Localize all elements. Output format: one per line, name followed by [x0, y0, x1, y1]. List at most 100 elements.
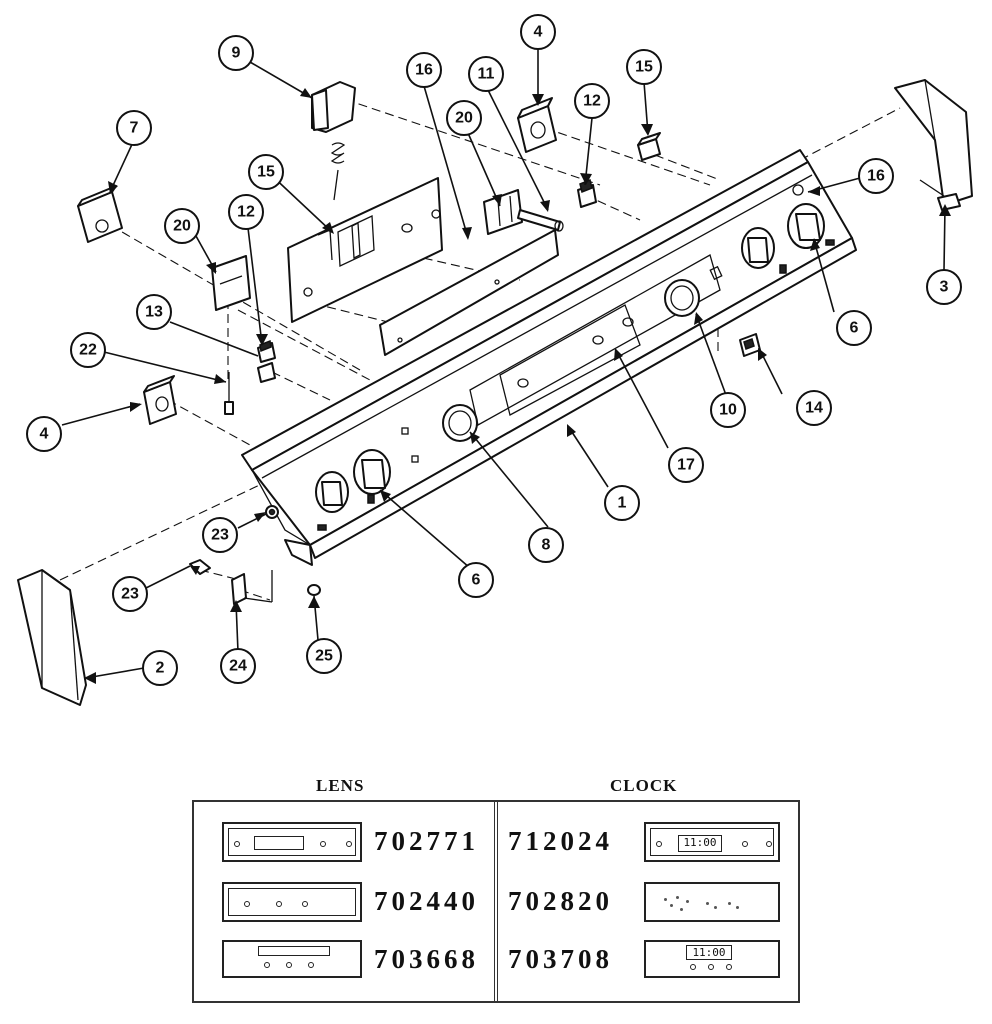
callout-6-left: 6 [458, 562, 494, 598]
clock-hole [766, 841, 772, 847]
clip-with-spring [311, 81, 356, 201]
speckle [706, 902, 709, 905]
display-lens [379, 229, 559, 356]
svg-text:13: 13 [145, 304, 163, 321]
svg-text:12: 12 [237, 204, 255, 221]
lens-hole [244, 901, 250, 907]
table-divider [494, 802, 498, 1001]
svg-text:16: 16 [415, 62, 433, 79]
lens-703668-illustration [222, 940, 362, 978]
lens-frame [228, 888, 356, 916]
callout-12-lower: 12 [228, 194, 264, 230]
clock-display: 11:00 [686, 945, 732, 960]
callout-24: 24 [220, 648, 256, 684]
clock-frame [650, 828, 774, 856]
callout-7: 7 [116, 110, 152, 146]
callout-13: 13 [136, 294, 172, 330]
callout-6-right: 6 [836, 310, 872, 346]
svg-text:8: 8 [542, 537, 551, 554]
svg-text:25: 25 [315, 648, 333, 665]
svg-text:16: 16 [867, 168, 885, 185]
callout-22: 22 [70, 332, 106, 368]
speckle [664, 898, 667, 901]
speckle [670, 904, 673, 907]
svg-text:4: 4 [40, 426, 49, 443]
callout-16: 16 [858, 158, 894, 194]
clock-702820-illustration [644, 882, 780, 922]
svg-text:15: 15 [635, 59, 653, 76]
svg-text:4: 4 [534, 24, 543, 41]
lens-heading: LENS [316, 776, 365, 795]
lens-code-2: 702440 [374, 886, 479, 916]
callout-20-right: 20 [446, 100, 482, 136]
svg-text:6: 6 [850, 320, 859, 337]
callout-3: 3 [926, 269, 962, 305]
lens-hole [264, 962, 270, 968]
clock-hole [726, 964, 732, 970]
console-panel [241, 149, 857, 566]
lens-hole [276, 901, 282, 907]
lens-code-1: 702771 [374, 826, 479, 856]
screw-part-25 [271, 570, 321, 602]
speckle [686, 900, 689, 903]
clock-code-3: 703708 [508, 944, 613, 974]
callout-12-upper: 12 [574, 83, 610, 119]
svg-text:10: 10 [719, 402, 737, 419]
lens-702771-illustration [222, 822, 362, 862]
clock-703708-illustration: 11:00 [644, 940, 780, 978]
svg-text:7: 7 [130, 120, 139, 137]
speckle [728, 902, 731, 905]
svg-text:17: 17 [677, 457, 695, 474]
callout-4-lower: 4 [26, 416, 62, 452]
callout-20-left: 20 [164, 208, 200, 244]
svg-text:20: 20 [455, 110, 473, 127]
clock-code-2: 702820 [508, 886, 613, 916]
clock-heading: CLOCK [610, 776, 678, 795]
lens-hole [346, 841, 352, 847]
bracket-part-20-left [211, 255, 251, 311]
lens-hole [320, 841, 326, 847]
clock-display: 11:00 [678, 835, 722, 852]
switch-part-14 [739, 333, 761, 357]
svg-text:12: 12 [583, 93, 601, 110]
lens-window [254, 836, 304, 850]
lens-code-3: 703668 [374, 944, 479, 974]
lens-hole [234, 841, 240, 847]
svg-text:20: 20 [173, 218, 191, 235]
callout-10: 10 [710, 392, 746, 428]
callout-19: 17 [668, 447, 704, 483]
callout-15: 15 [626, 49, 662, 85]
svg-text:2: 2 [156, 660, 165, 677]
lens-702440-illustration [222, 882, 362, 922]
svg-text:15: 15 [257, 164, 275, 181]
clock-code-1: 712024 [508, 826, 613, 856]
knob-part-4-lower [143, 375, 177, 425]
speckle [676, 896, 679, 899]
lens-hole [302, 901, 308, 907]
clock-hole [708, 964, 714, 970]
callout-23-upper: 23 [202, 517, 238, 553]
callout-11: 11 [468, 56, 504, 92]
callout-9: 9 [218, 35, 254, 71]
screw-part-23-upper [265, 505, 279, 519]
svg-text:23: 23 [121, 586, 139, 603]
svg-text:14: 14 [805, 400, 823, 417]
end-cap-part-2 [17, 569, 87, 706]
lens-clock-table [192, 800, 800, 1003]
lens-hole [308, 962, 314, 968]
knob-part-7 [77, 185, 123, 243]
clock-hole [690, 964, 696, 970]
shaft-part-11 [517, 209, 564, 232]
callout-1: 1 [604, 485, 640, 521]
svg-text:6: 6 [472, 572, 481, 589]
clock-hole [656, 841, 662, 847]
speckle [714, 906, 717, 909]
circuit-board [287, 177, 443, 323]
callouts: 9 16 11 4 12 15 20 7 15 20 12 13 22 4 16… [26, 14, 962, 686]
callout-23-lower: 23 [112, 576, 148, 612]
svg-text:23: 23 [211, 527, 229, 544]
arrowheads [84, 88, 951, 684]
lens-hole [286, 962, 292, 968]
knob-part-4-upper [517, 97, 557, 153]
